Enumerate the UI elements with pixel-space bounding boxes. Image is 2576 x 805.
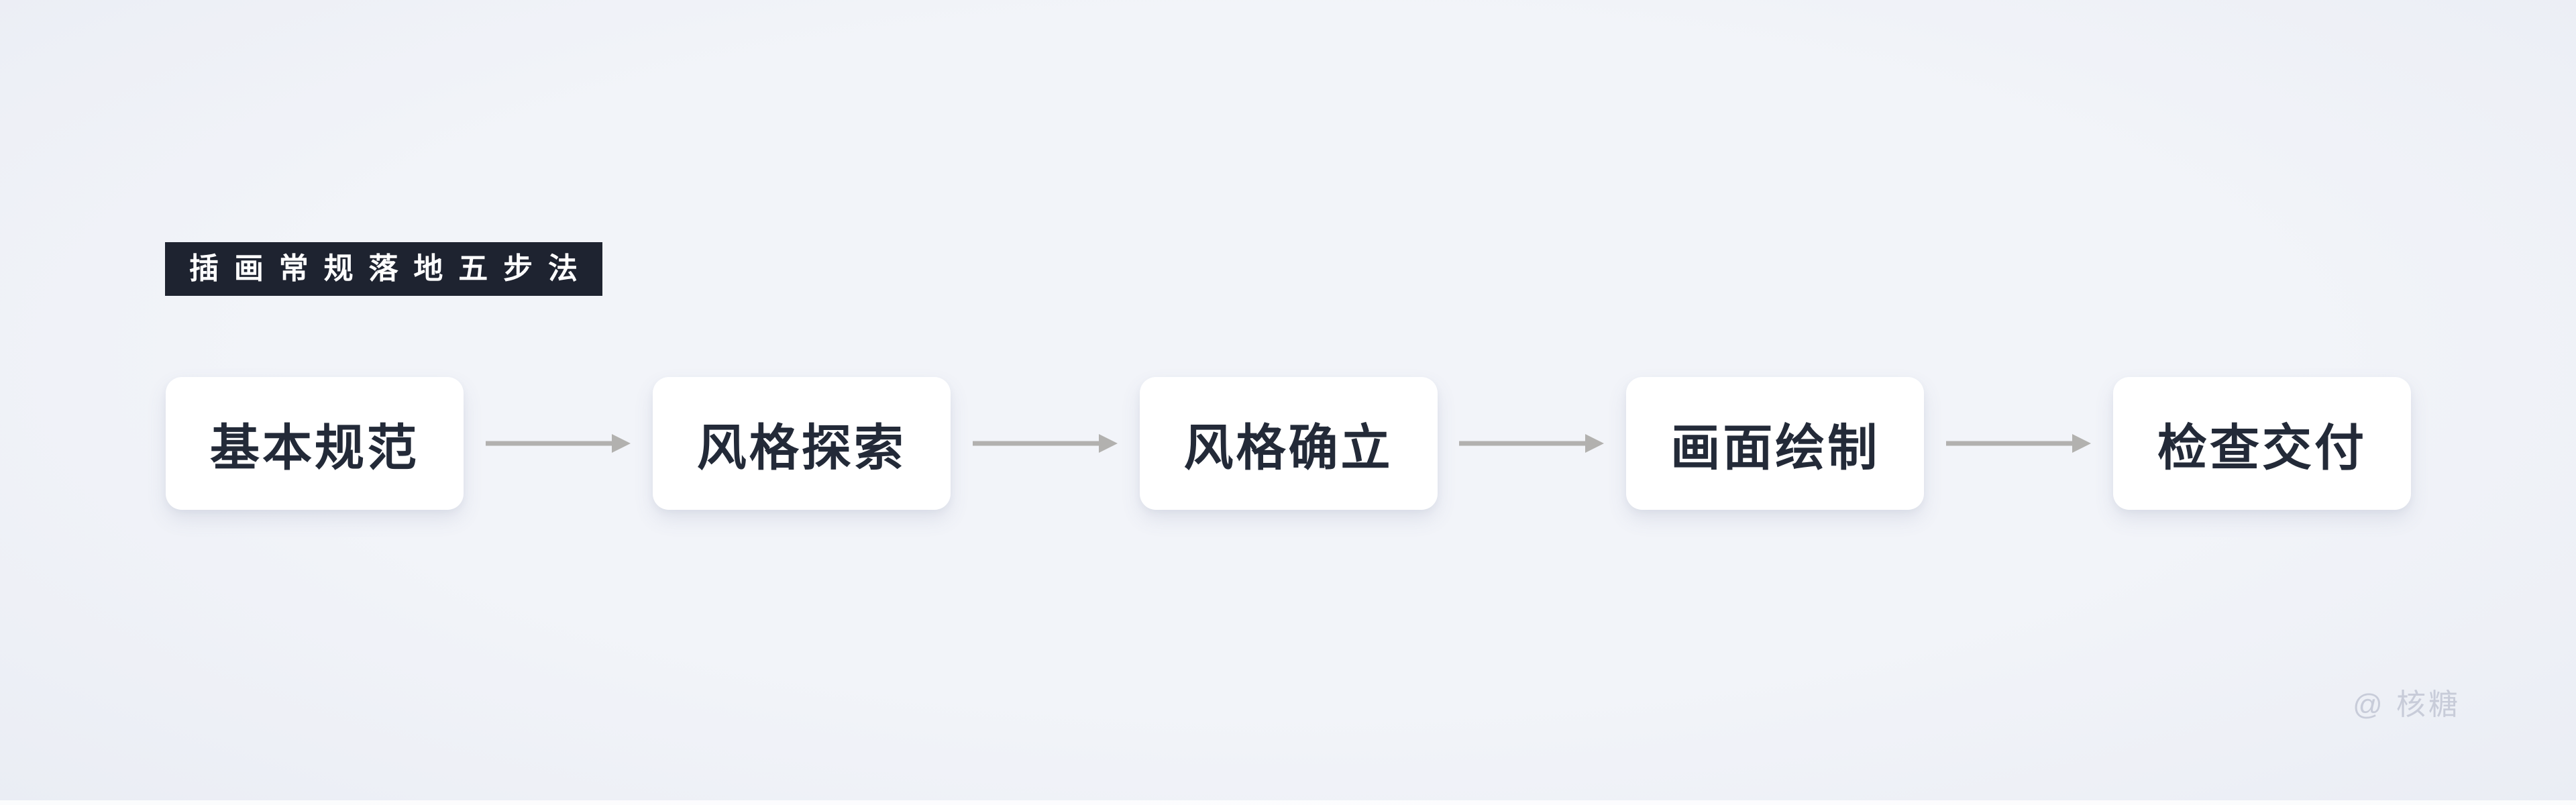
arrow-right-icon [1946, 434, 2092, 453]
bottom-edge-strip [0, 800, 2576, 805]
title-badge-label: 插画常规落地五步法 [189, 252, 593, 285]
title-badge: 插画常规落地五步法 [165, 242, 602, 296]
step-card: 基本规范 [166, 377, 464, 510]
flow-connector [1946, 433, 2092, 454]
watermark: @ 核糖 [2353, 680, 2461, 723]
step-card: 风格探索 [652, 377, 951, 510]
step-card-label: 画面绘制 [1670, 419, 1880, 476]
step-card: 检查交付 [2113, 377, 2411, 510]
flow-connector [485, 433, 631, 454]
flow-connector [972, 433, 1118, 454]
step-card: 风格确立 [1139, 377, 1438, 510]
step-card-label: 基本规范 [210, 419, 419, 476]
process-flow: 基本规范 风格探索 风格确立 画面绘制 检查交付 [166, 377, 2411, 510]
step-card-label: 检查交付 [2157, 419, 2367, 476]
step-card-label: 风格探索 [696, 419, 906, 476]
arrow-right-icon [972, 434, 1118, 453]
arrow-right-icon [485, 434, 631, 453]
step-card-label: 风格确立 [1183, 419, 1393, 476]
watermark-label: @ 核糖 [2353, 688, 2461, 721]
flow-connector [1459, 433, 1605, 454]
step-card: 画面绘制 [1626, 377, 1925, 510]
arrow-right-icon [1459, 434, 1605, 453]
